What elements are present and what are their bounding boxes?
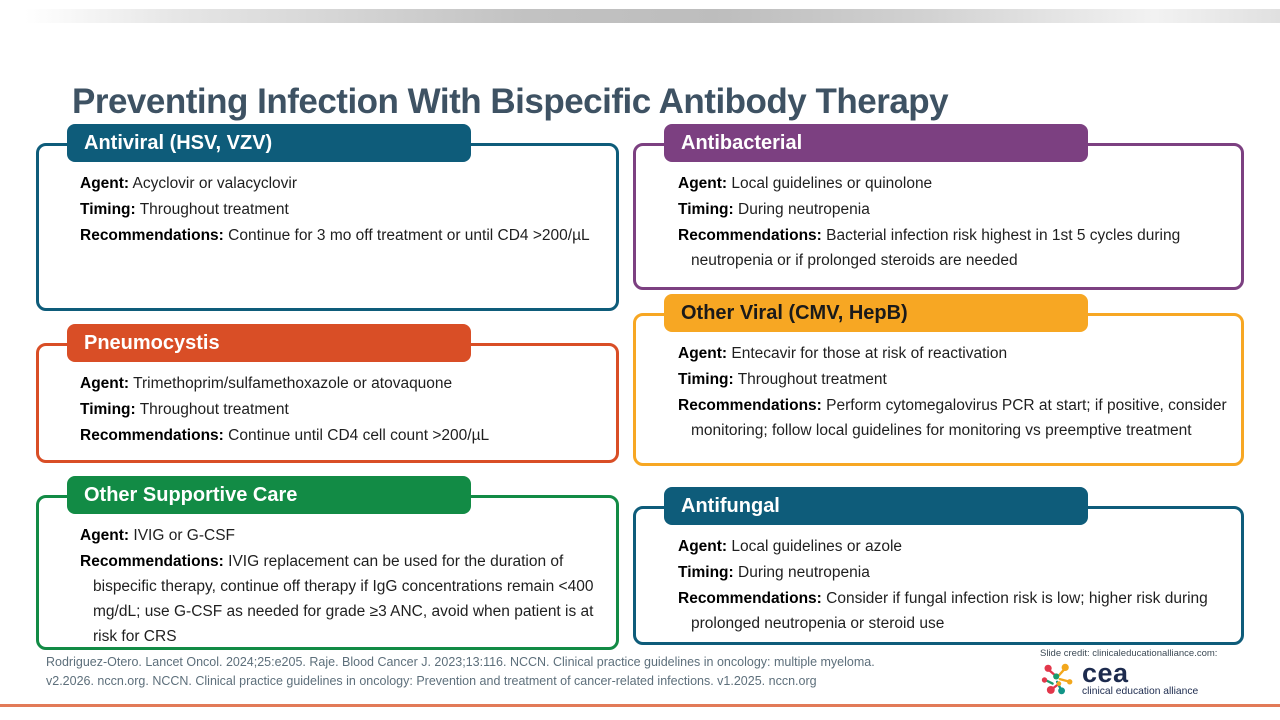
agent-row: Agent: Local guidelines or quinolone [678, 171, 1227, 196]
timing-row: Timing: During neutropenia [678, 197, 1227, 222]
card-body: Agent: Entecavir for those at risk of re… [636, 316, 1241, 443]
card-body: Agent: Acyclovir or valacyclovir Timing:… [39, 146, 616, 248]
row-text: Continue for 3 mo off treatment or until… [228, 227, 590, 244]
card-other-supportive-care: Other Supportive Care Agent: IVIG or G-C… [36, 476, 619, 650]
citation-line: Rodriguez-Otero. Lancet Oncol. 2024;25:e… [46, 655, 875, 669]
row-text: Local guidelines or quinolone [731, 175, 933, 192]
recommendations-row: Recommendations: IVIG replacement can be… [80, 549, 602, 649]
card-antiviral: Antiviral (HSV, VZV) Agent: Acyclovir or… [36, 124, 619, 311]
row-text: During neutropenia [738, 564, 870, 581]
row-text: Throughout treatment [737, 371, 887, 388]
row-text: During neutropenia [738, 201, 870, 218]
recommendations-row: Recommendations: Continue for 3 mo off t… [80, 223, 602, 248]
timing-row: Timing: Throughout treatment [80, 397, 602, 422]
timing-row: Timing: During neutropenia [678, 560, 1227, 585]
row-text: Throughout treatment [139, 401, 289, 418]
row-label: Recommendations: [80, 427, 224, 444]
row-text: Trimethoprim/sulfamethoxazole or atovaqu… [133, 375, 453, 392]
card-other-viral-header: Other Viral (CMV, HepB) [664, 294, 1088, 332]
row-label: Recommendations: [80, 553, 224, 570]
row-label: Agent: [80, 527, 130, 544]
card-antifungal-header: Antifungal [664, 487, 1088, 525]
row-text: Local guidelines or azole [731, 538, 903, 555]
row-text: Consider if fungal infection risk is low… [691, 590, 1208, 632]
row-label: Timing: [80, 401, 136, 418]
row-label: Recommendations: [678, 227, 822, 244]
agent-row: Agent: IVIG or G-CSF [80, 523, 602, 548]
row-label: Agent: [80, 375, 130, 392]
row-label: Recommendations: [80, 227, 224, 244]
recommendations-row: Recommendations: Bacterial infection ris… [678, 223, 1227, 273]
row-text: Perform cytomegalovirus PCR at start; if… [691, 397, 1227, 439]
row-label: Agent: [678, 175, 728, 192]
row-text: Acyclovir or valacyclovir [132, 175, 298, 192]
card-title: Antifungal [681, 495, 780, 517]
cea-logo: cea clinical education alliance [1040, 658, 1255, 698]
timing-row: Timing: Throughout treatment [678, 367, 1227, 392]
row-text: IVIG replacement can be used for the dur… [93, 553, 594, 645]
card-title: Other Supportive Care [84, 484, 298, 506]
row-label: Agent: [80, 175, 130, 192]
slide-credit-text: Slide credit: clinicaleducationalliance.… [1040, 648, 1218, 659]
cea-molecule-icon [1041, 663, 1073, 695]
agent-row: Agent: Local guidelines or azole [678, 534, 1227, 559]
card-other-viral: Other Viral (CMV, HepB) Agent: Entecavir… [633, 294, 1244, 466]
cea-logo-text: cea clinical education alliance [1082, 658, 1199, 698]
recommendations-row: Recommendations: Continue until CD4 cell… [80, 423, 602, 448]
agent-row: Agent: Acyclovir or valacyclovir [80, 171, 602, 196]
card-body: Agent: Trimethoprim/sulfamethoxazole or … [39, 346, 616, 448]
card-pneumocystis: Pneumocystis Agent: Trimethoprim/sulfame… [36, 324, 619, 463]
citation-line: v2.2026. nccn.org. NCCN. Clinical practi… [46, 674, 817, 688]
citations: Rodriguez-Otero. Lancet Oncol. 2024;25:e… [46, 653, 1006, 691]
card-title: Antiviral (HSV, VZV) [84, 132, 273, 154]
row-text: Continue until CD4 cell count >200/µL [228, 427, 490, 444]
recommendations-row: Recommendations: Perform cytomegalovirus… [678, 393, 1227, 443]
row-text: Bacterial infection risk highest in 1st … [691, 227, 1181, 269]
row-label: Agent: [678, 345, 728, 362]
row-label: Timing: [678, 371, 734, 388]
row-label: Recommendations: [678, 590, 822, 607]
bottom-accent-rule [0, 704, 1280, 707]
card-antifungal: Antifungal Agent: Local guidelines or az… [633, 487, 1244, 645]
slide-title: Preventing Infection With Bispecific Ant… [72, 82, 949, 122]
row-text: Throughout treatment [139, 201, 289, 218]
agent-row: Agent: Entecavir for those at risk of re… [678, 341, 1227, 366]
top-gradient-bar [25, 9, 1280, 23]
card-other-supportive-care-header: Other Supportive Care [67, 476, 471, 514]
agent-row: Agent: Trimethoprim/sulfamethoxazole or … [80, 371, 602, 396]
card-body: Agent: IVIG or G-CSF Recommendations: IV… [39, 498, 616, 649]
cea-tagline: clinical education alliance [1082, 686, 1199, 698]
card-pneumocystis-header: Pneumocystis [67, 324, 471, 362]
timing-row: Timing: Throughout treatment [80, 197, 602, 222]
card-body: Agent: Local guidelines or quinolone Tim… [636, 146, 1241, 273]
card-antibacterial: Antibacterial Agent: Local guidelines or… [633, 124, 1244, 290]
cea-wordmark: cea [1082, 658, 1129, 689]
card-title: Antibacterial [681, 132, 803, 154]
card-body: Agent: Local guidelines or azole Timing:… [636, 509, 1241, 636]
recommendations-row: Recommendations: Consider if fungal infe… [678, 586, 1227, 636]
row-label: Timing: [678, 564, 734, 581]
row-label: Recommendations: [678, 397, 822, 414]
card-antibacterial-header: Antibacterial [664, 124, 1088, 162]
card-title: Pneumocystis [84, 332, 220, 354]
row-label: Timing: [678, 201, 734, 218]
row-text: IVIG or G-CSF [133, 527, 236, 544]
card-antiviral-header: Antiviral (HSV, VZV) [67, 124, 471, 162]
row-label: Agent: [678, 538, 728, 555]
card-title: Other Viral (CMV, HepB) [681, 302, 908, 324]
row-text: Entecavir for those at risk of reactivat… [731, 345, 1008, 362]
slide-credit-block: Slide credit: clinicaleducationalliance.… [1040, 648, 1255, 698]
row-label: Timing: [80, 201, 136, 218]
